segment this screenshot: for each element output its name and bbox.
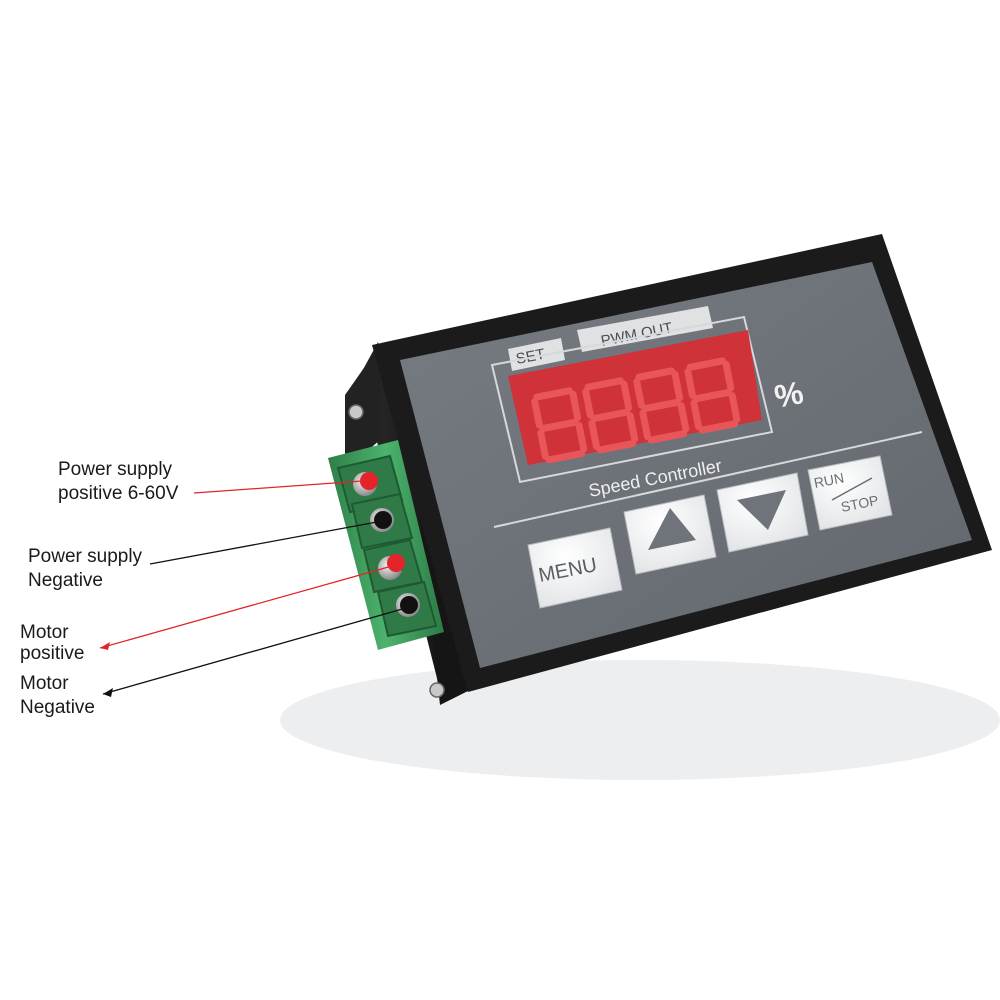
callout-lines [99, 480, 407, 697]
callout-power-positive [193, 480, 363, 494]
negative-marker-icon [374, 511, 392, 529]
ground-shadow [280, 660, 1000, 780]
label-motor-positive: Motor positive [20, 622, 84, 664]
led-digit [633, 367, 690, 444]
run-stop-slash [831, 477, 873, 501]
label-line: Power supply [58, 459, 173, 480]
led-digit [531, 387, 588, 464]
label-power-supply-negative: Power supply Negative [28, 545, 142, 593]
menu-button[interactable]: MENU [527, 527, 623, 609]
label-line: Negative [20, 697, 95, 718]
run-stop-button[interactable]: RUN STOP [807, 455, 893, 531]
label-line: positive 6-60V [58, 483, 179, 504]
callout-power-negative [149, 521, 378, 565]
motor-positive-marker-icon [387, 554, 405, 572]
display-frame [490, 315, 774, 484]
run-label: RUN [813, 469, 846, 490]
down-arrow-icon [737, 490, 786, 530]
led-digit [684, 357, 741, 434]
callout-motor-positive [99, 565, 393, 649]
arrowhead-icon [100, 642, 110, 650]
up-button[interactable] [623, 494, 717, 575]
pwm-tab [577, 306, 713, 352]
label-line: positive [20, 643, 85, 664]
led-digits [531, 357, 741, 464]
label-line: Motor [20, 673, 69, 694]
up-arrow-icon [648, 508, 696, 550]
label-motor-negative: Motor Negative [20, 672, 95, 720]
panel-divider [493, 431, 923, 528]
label-power-supply-positive: Power supply positive 6-60V [58, 458, 178, 506]
callout-motor-negative [102, 607, 407, 695]
arrowhead-icon [103, 688, 113, 697]
label-line: Power supply [28, 546, 143, 567]
positive-marker-icon [360, 472, 378, 490]
label-line: Negative [28, 570, 103, 591]
motor-negative-marker-icon [400, 596, 418, 614]
screw-top-icon [348, 404, 364, 420]
down-button[interactable] [716, 472, 809, 553]
led-digit [582, 377, 639, 454]
screw-bottom-icon [429, 682, 445, 698]
label-line: Motor [20, 622, 69, 643]
terminal-block [328, 440, 444, 650]
stop-label: STOP [840, 492, 880, 515]
set-tab [508, 338, 565, 371]
percent-sign: % [771, 374, 806, 415]
